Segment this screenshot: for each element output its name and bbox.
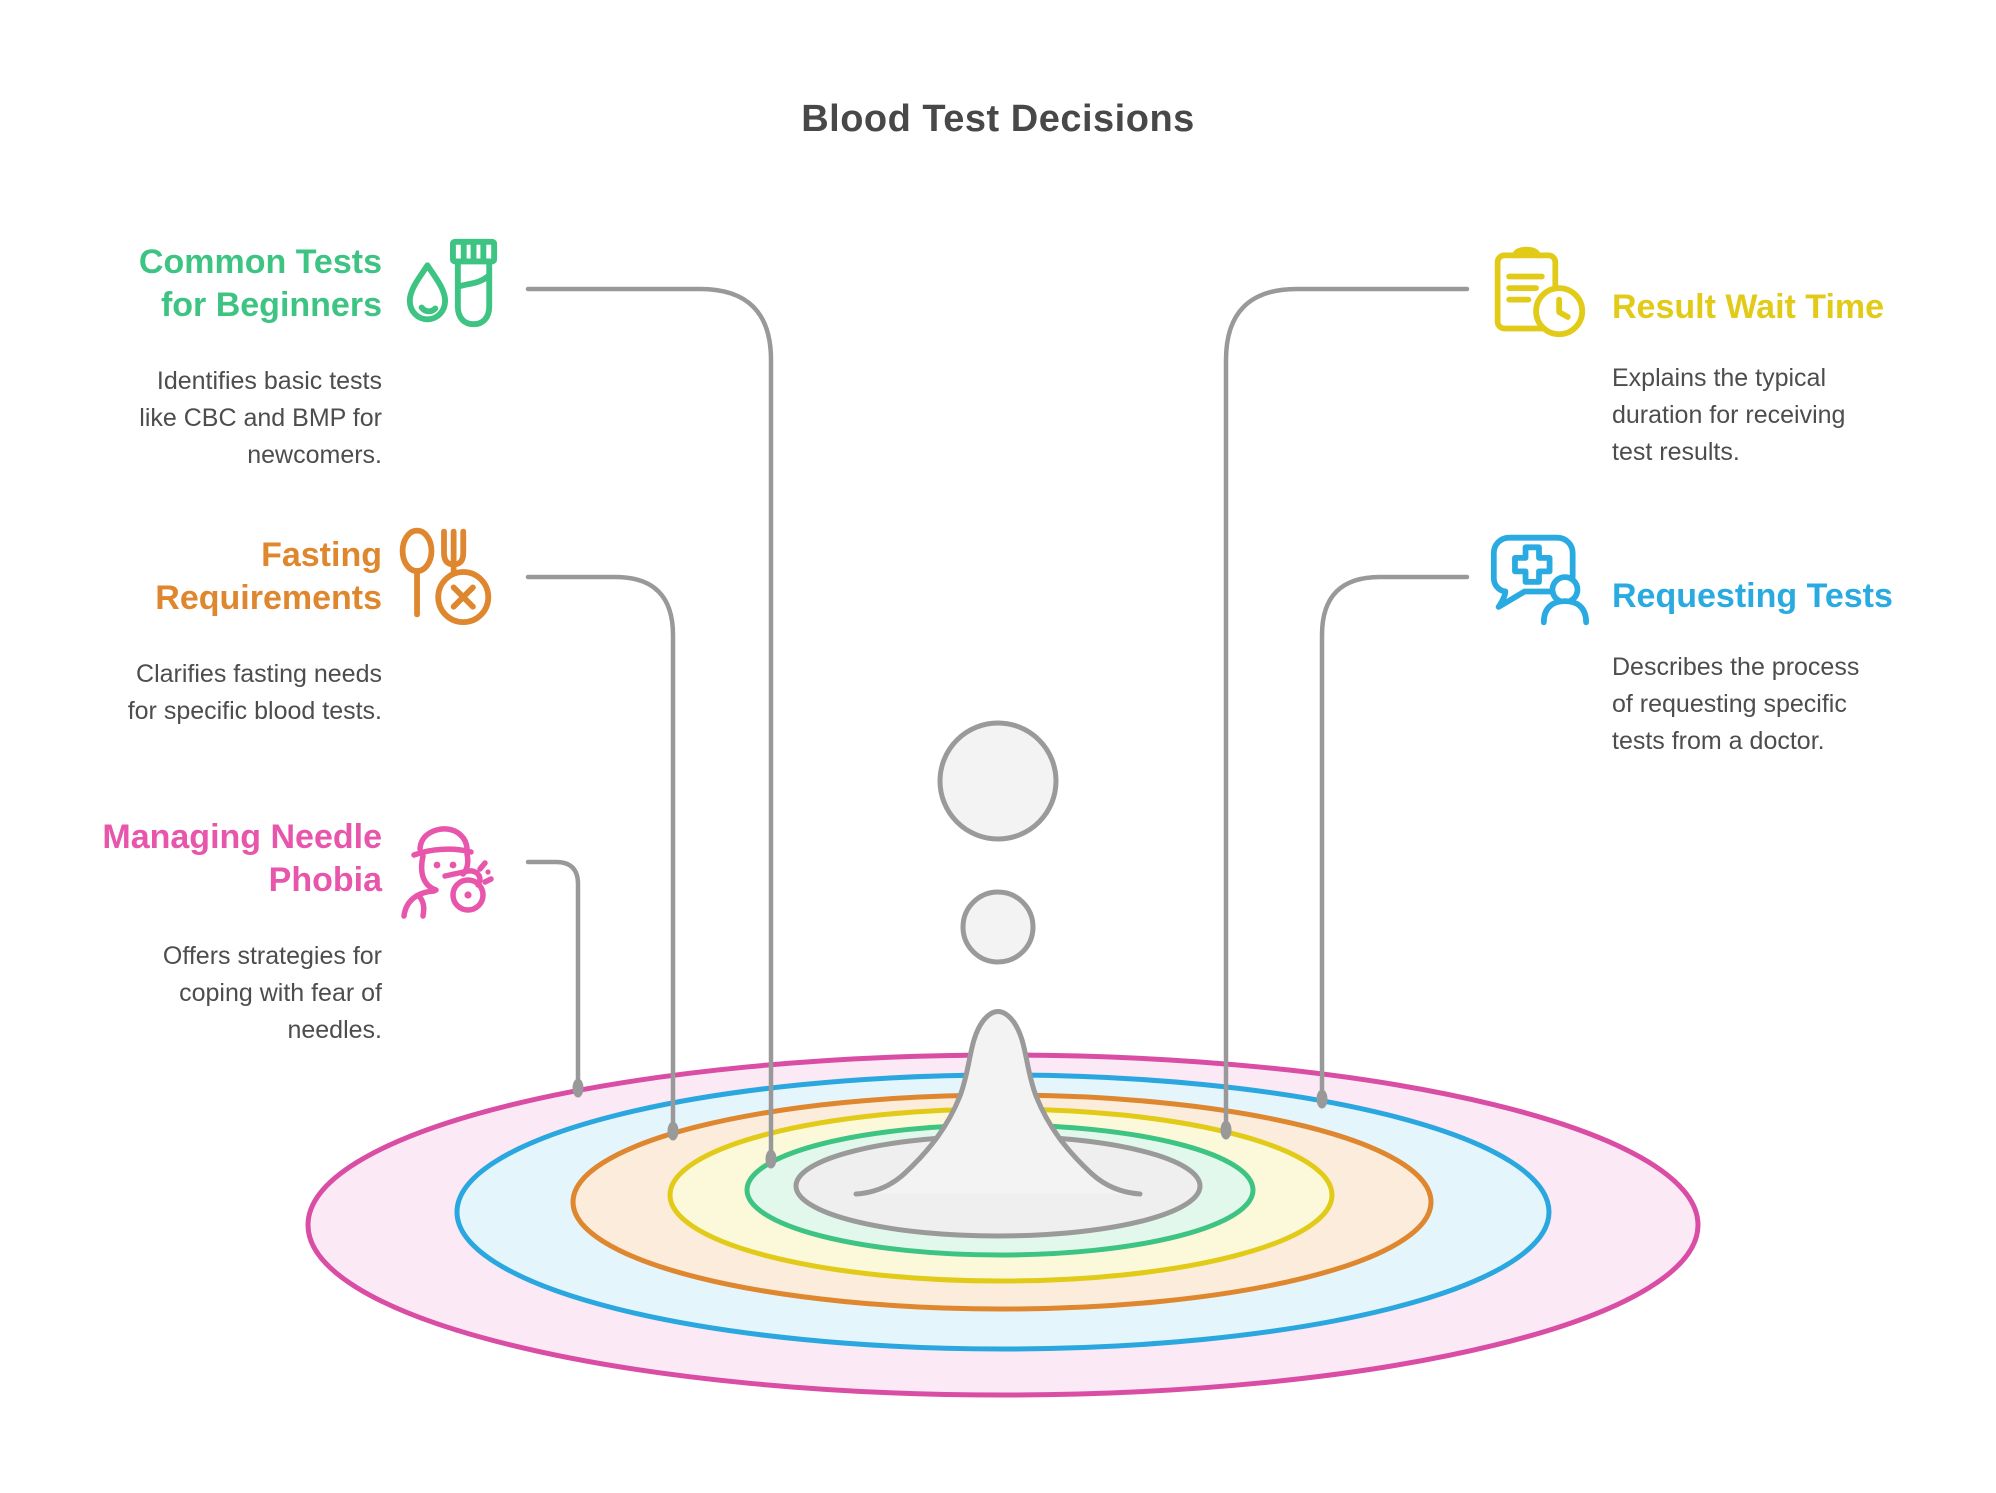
heading-line: Fasting [261, 536, 382, 574]
desc-line: coping with fear of [179, 979, 382, 1007]
item-result-wait-description: Explains the typical duration for receiv… [1612, 360, 1972, 471]
connector-result-wait [1223, 286, 1470, 1131]
desc-line: of requesting specific [1612, 690, 1847, 718]
item-fasting-heading: Fasting Requirements [40, 534, 382, 620]
desc-line: Describes the process [1612, 653, 1860, 681]
item-common-tests: Common Tests for Beginners Identifies ba… [40, 241, 382, 474]
item-needle-phobia: Managing Needle Phobia Offers strategies… [40, 816, 382, 1049]
item-requesting-heading: Requesting Tests [1612, 575, 1972, 618]
item-fasting-description: Clarifies fasting needs for specific blo… [40, 656, 382, 730]
desc-line: Explains the typical [1612, 364, 1827, 392]
heading-line: Requirements [155, 579, 382, 617]
chat-medical-person-icon [1486, 530, 1592, 630]
item-common-tests-description: Identifies basic tests like CBC and BMP … [40, 363, 382, 474]
desc-line: duration for receiving [1612, 401, 1846, 429]
person-whistle-icon [390, 816, 496, 922]
connector-requesting [1319, 574, 1470, 1100]
connector-fasting [525, 574, 676, 1132]
droplet-large [937, 720, 1059, 842]
splash-column-outline [853, 1009, 1143, 1197]
desc-line: needles. [287, 1016, 382, 1044]
desc-line: Identifies basic tests [156, 367, 382, 395]
desc-line: Offers strategies for [162, 942, 382, 970]
heading-line: Common Tests [138, 243, 382, 281]
clipboard-clock-icon [1488, 240, 1588, 340]
item-common-tests-heading: Common Tests for Beginners [40, 241, 382, 327]
item-result-wait: Result Wait Time Explains the typical du… [1612, 286, 1972, 471]
connector-dot-needle-phobia [572, 1078, 584, 1098]
droplet-small [960, 889, 1036, 965]
heading-line: for Beginners [160, 286, 382, 324]
connector-dot-common-tests [765, 1149, 777, 1169]
no-food-utensils-icon [392, 520, 496, 626]
connector-needle-phobia [525, 859, 581, 1089]
desc-line: like CBC and BMP for [139, 404, 382, 432]
connector-dot-result-wait [1220, 1120, 1232, 1140]
heading-line: Result Wait Time [1612, 288, 1885, 326]
desc-line: test results. [1612, 438, 1740, 466]
desc-line: tests from a doctor. [1612, 727, 1825, 755]
page-title: Blood Test Decisions [801, 98, 1195, 140]
connector-dot-requesting [1316, 1089, 1328, 1109]
item-requesting-description: Describes the process of requesting spec… [1612, 649, 1972, 760]
desc-line: newcomers. [247, 441, 382, 469]
connector-common-tests [525, 286, 774, 1160]
heading-line: Managing Needle [102, 818, 382, 856]
blood-drop-test-tube-icon [398, 232, 502, 334]
splash-column-fill [856, 1011, 1140, 1194]
item-fasting: Fasting Requirements Clarifies fasting n… [40, 534, 382, 730]
desc-line: for specific blood tests. [127, 697, 382, 725]
connector-dot-fasting [667, 1121, 679, 1141]
item-needle-phobia-description: Offers strategies for coping with fear o… [40, 938, 382, 1049]
item-needle-phobia-heading: Managing Needle Phobia [40, 816, 382, 902]
item-result-wait-heading: Result Wait Time [1612, 286, 1972, 329]
heading-line: Phobia [268, 861, 382, 899]
desc-line: Clarifies fasting needs [136, 660, 382, 688]
heading-line: Requesting Tests [1612, 577, 1893, 615]
item-requesting: Requesting Tests Describes the process o… [1612, 575, 1972, 760]
